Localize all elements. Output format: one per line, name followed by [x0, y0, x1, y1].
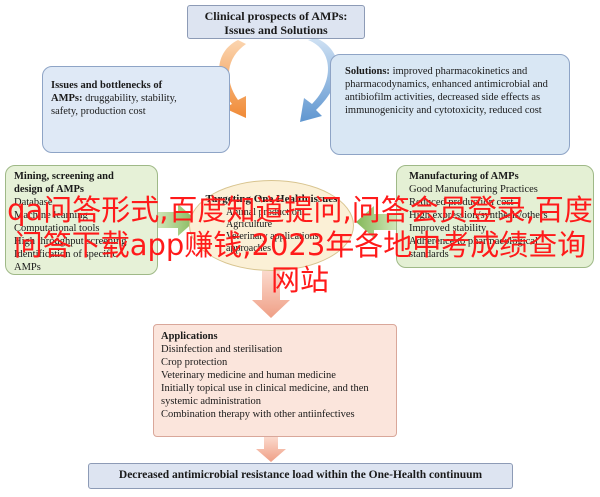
header-subtitle: Issues and Solutions — [224, 23, 328, 37]
arrow-to-solutions — [300, 38, 338, 122]
mining-line: Database — [14, 197, 53, 208]
solutions-line: immunogenicity and cytotoxicity, reduced… — [345, 105, 542, 116]
mining-line: High throughput screening — [14, 236, 127, 247]
manufacturing-line: Good Manufacturing Practices — [409, 184, 538, 195]
manufacturing-box: Manufacturing of AMPs Good Manufacturing… — [396, 165, 594, 268]
applications-line: Crop protection — [161, 357, 228, 368]
solutions-box: Solutions: improved pharmacokinetics and… — [330, 54, 570, 155]
manufacturing-line: standards — [409, 249, 449, 260]
mining-line: AMPs — [14, 262, 41, 273]
applications-line: Veterinary medicine and human medicine — [161, 370, 336, 381]
applications-line: Disinfection and sterilisation — [161, 344, 283, 355]
solutions-line: improved pharmacokinetics and — [389, 66, 528, 77]
mining-title: Mining, screening and — [14, 171, 114, 182]
manufacturing-title: Manufacturing of AMPs — [409, 171, 519, 182]
issues-lead: AMPs: — [51, 93, 83, 104]
solutions-line: pharmacodynamics, enhanced antimicrobial… — [345, 79, 548, 90]
header-title: Clinical prospects of AMPs: — [204, 9, 348, 23]
applications-title: Applications — [161, 331, 218, 342]
mining-title-2: design of AMPs — [14, 184, 85, 195]
manufacturing-line: Reduced production cost — [409, 197, 514, 208]
issues-title: Issues and bottlenecks of — [51, 80, 163, 91]
arrow-to-issues — [219, 40, 246, 118]
solutions-line: antibiofilm activities, decreased side e… — [345, 92, 541, 103]
one-health-line: approaches — [226, 243, 271, 254]
manufacturing-line: High expression/synthesis/others — [409, 210, 548, 221]
mining-line: Computational tools — [14, 223, 100, 234]
footer-box: Decreased antimicrobial resistance load … — [88, 463, 513, 489]
mining-line: Identification of specific — [14, 249, 118, 260]
manufacturing-line: Adherence to pharmacological — [409, 236, 538, 247]
solutions-title: Solutions: — [345, 66, 390, 77]
applications-box: Applications Disinfection and sterilisat… — [153, 324, 397, 437]
footer-text: Decreased antimicrobial resistance load … — [118, 469, 483, 481]
issues-box: Issues and bottlenecks of AMPs: druggabi… — [42, 66, 230, 153]
one-health-ellipse: Targeting One Health issues Animal produ… — [189, 180, 354, 271]
header-box: Clinical prospects of AMPs: Issues and S… — [187, 5, 365, 39]
one-health-line: Animal production — [226, 207, 302, 218]
arrow-to-footer — [256, 437, 286, 462]
one-health-line: Veterinary applications — [226, 231, 319, 242]
arrow-from-manufacturing — [356, 206, 396, 238]
applications-line: Initially topical use in clinical medici… — [161, 383, 369, 394]
applications-line: Combination therapy with other antiinfec… — [161, 409, 355, 420]
issues-line: druggability, stability, — [82, 93, 177, 104]
one-health-title: Targeting One Health issues — [205, 193, 338, 205]
mining-box: Mining, screening and design of AMPs Dat… — [5, 165, 158, 275]
mining-line: Machine learning — [14, 210, 88, 221]
one-health-line: Agriculture — [226, 219, 273, 230]
issues-line: safety, production cost — [51, 106, 146, 117]
manufacturing-line: Improved stability — [409, 223, 487, 234]
arrow-to-applications — [252, 271, 290, 318]
applications-line: systemic administration — [161, 396, 262, 407]
arrow-from-mining — [158, 204, 196, 236]
